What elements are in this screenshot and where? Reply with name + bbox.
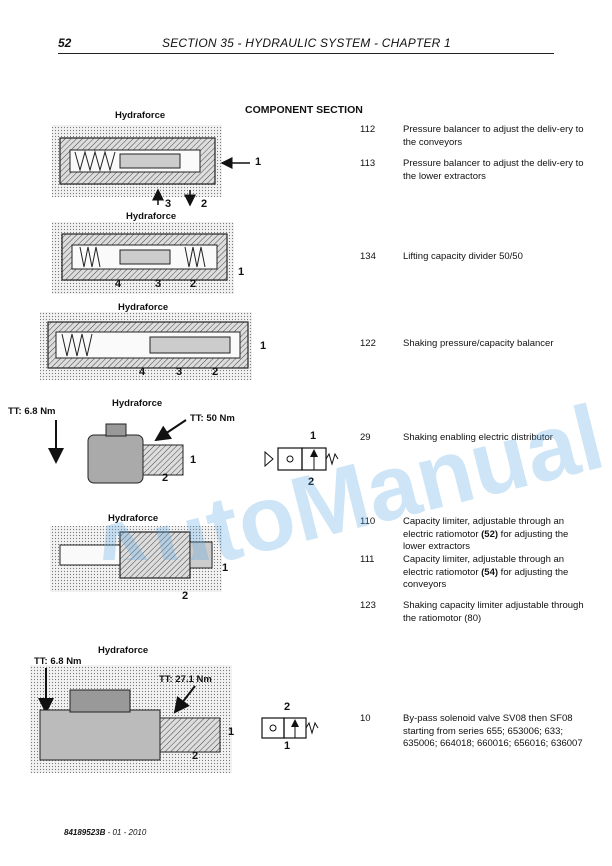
fig6-torque-right: TT: 27.1 Nm: [159, 674, 212, 685]
entry-text: Shaking pressure/capacity balancer: [403, 338, 554, 349]
figure-5: [50, 526, 222, 592]
fig5-brand: Hydraforce: [108, 513, 159, 524]
fig2-brand: Hydraforce: [126, 211, 177, 222]
entry-code: 110: [360, 516, 376, 527]
page-header: 52 SECTION 35 - HYDRAULIC SYSTEM - CHAPT…: [58, 36, 554, 54]
fig4-torque-right: TT: 50 Nm: [190, 413, 235, 424]
fig4-symbol-num-2: 2: [308, 476, 315, 488]
fig1-num-3: 3: [165, 198, 172, 210]
section-title: SECTION 35 - HYDRAULIC SYSTEM - CHAPTER …: [162, 36, 451, 50]
fig6-num-2: 2: [192, 750, 199, 762]
entry-text: Lifting capacity divider 50/50: [403, 251, 523, 262]
entry-code: 113: [360, 158, 376, 169]
fig2-num-3: 3: [155, 278, 162, 290]
figure-2: [52, 222, 234, 294]
fig3-num-2: 2: [212, 366, 219, 378]
entry-text: Shaking capacity limiter adjustable thro…: [403, 600, 584, 624]
fig4-num-1: 1: [190, 454, 197, 466]
entry-code: 111: [360, 554, 375, 565]
fig3-num-3: 3: [176, 366, 183, 378]
fig5-num-1: 1: [222, 562, 229, 574]
entry-text: Pressure balancer to adjust the deliv-er…: [403, 124, 584, 148]
figure-3: [40, 312, 252, 380]
fig4-torque-left: TT: 6.8 Nm: [8, 406, 56, 417]
fig4-num-2: 2: [162, 472, 169, 484]
entry-text: Capacity limiter, adjustable through an …: [403, 554, 569, 590]
entry-code: 134: [360, 251, 376, 262]
fig4-brand: Hydraforce: [112, 398, 163, 409]
entry-text: Shaking enabling electric distributor: [403, 432, 553, 443]
entry-code: 10: [360, 713, 371, 724]
fig1-brand: Hydraforce: [115, 110, 166, 121]
entry-code: 112: [360, 124, 376, 135]
fig6-symbol-num-1: 1: [284, 740, 291, 752]
entry-code: 122: [360, 338, 376, 349]
fig4-symbol-num-1: 1: [310, 430, 317, 442]
fig6-num-1: 1: [228, 726, 235, 738]
fig6-brand: Hydraforce: [98, 645, 149, 656]
page-number: 52: [58, 36, 72, 50]
entry-text: Pressure balancer to adjust the deliv-er…: [403, 158, 584, 182]
fig5-num-2: 2: [182, 590, 189, 602]
fig1-num-1: 1: [255, 156, 262, 168]
entry-code: 29: [360, 432, 371, 443]
fig1-num-2: 2: [201, 198, 208, 210]
fig3-num-1: 1: [260, 340, 267, 352]
footer-date: - 01 - 2010: [105, 828, 147, 837]
footer: 84189523B - 01 - 2010: [64, 828, 146, 837]
fig2-num-1: 1: [238, 266, 245, 278]
fig2-num-2: 2: [190, 278, 197, 290]
component-section-title: COMPONENT SECTION: [245, 104, 363, 116]
fig3-num-4: 4: [139, 366, 146, 378]
fig6-symbol-num-2: 2: [284, 701, 291, 713]
entry-text: Capacity limiter, adjustable through an …: [403, 516, 569, 552]
entry-text: By-pass solenoid valve SV08 then SF08 st…: [403, 713, 583, 749]
footer-code: 84189523B: [64, 828, 106, 837]
fig3-brand: Hydraforce: [118, 302, 169, 313]
fig6-torque-left: TT: 6.8 Nm: [34, 656, 82, 667]
figure-6: [30, 665, 319, 773]
figure-4: [48, 419, 339, 484]
entry-code: 123: [360, 600, 376, 611]
fig2-num-4: 4: [115, 278, 122, 290]
figure-1: [52, 125, 250, 207]
